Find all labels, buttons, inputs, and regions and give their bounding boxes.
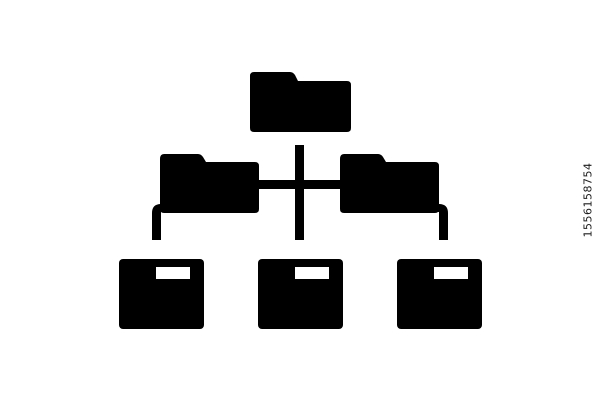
left-folder-icon bbox=[160, 154, 259, 213]
left-elbow-connector bbox=[152, 204, 168, 240]
bottom-right-label-slot bbox=[434, 267, 468, 279]
right-elbow-connector bbox=[432, 204, 448, 240]
stock-id-watermark: 1556158754 bbox=[581, 162, 595, 238]
bottom-center-label-slot bbox=[295, 267, 329, 279]
bottom-left-label-slot bbox=[156, 267, 190, 279]
horizontal-connector bbox=[255, 180, 345, 189]
vertical-connector bbox=[295, 145, 304, 240]
right-folder-icon bbox=[340, 154, 439, 213]
top-folder-icon bbox=[250, 72, 351, 132]
